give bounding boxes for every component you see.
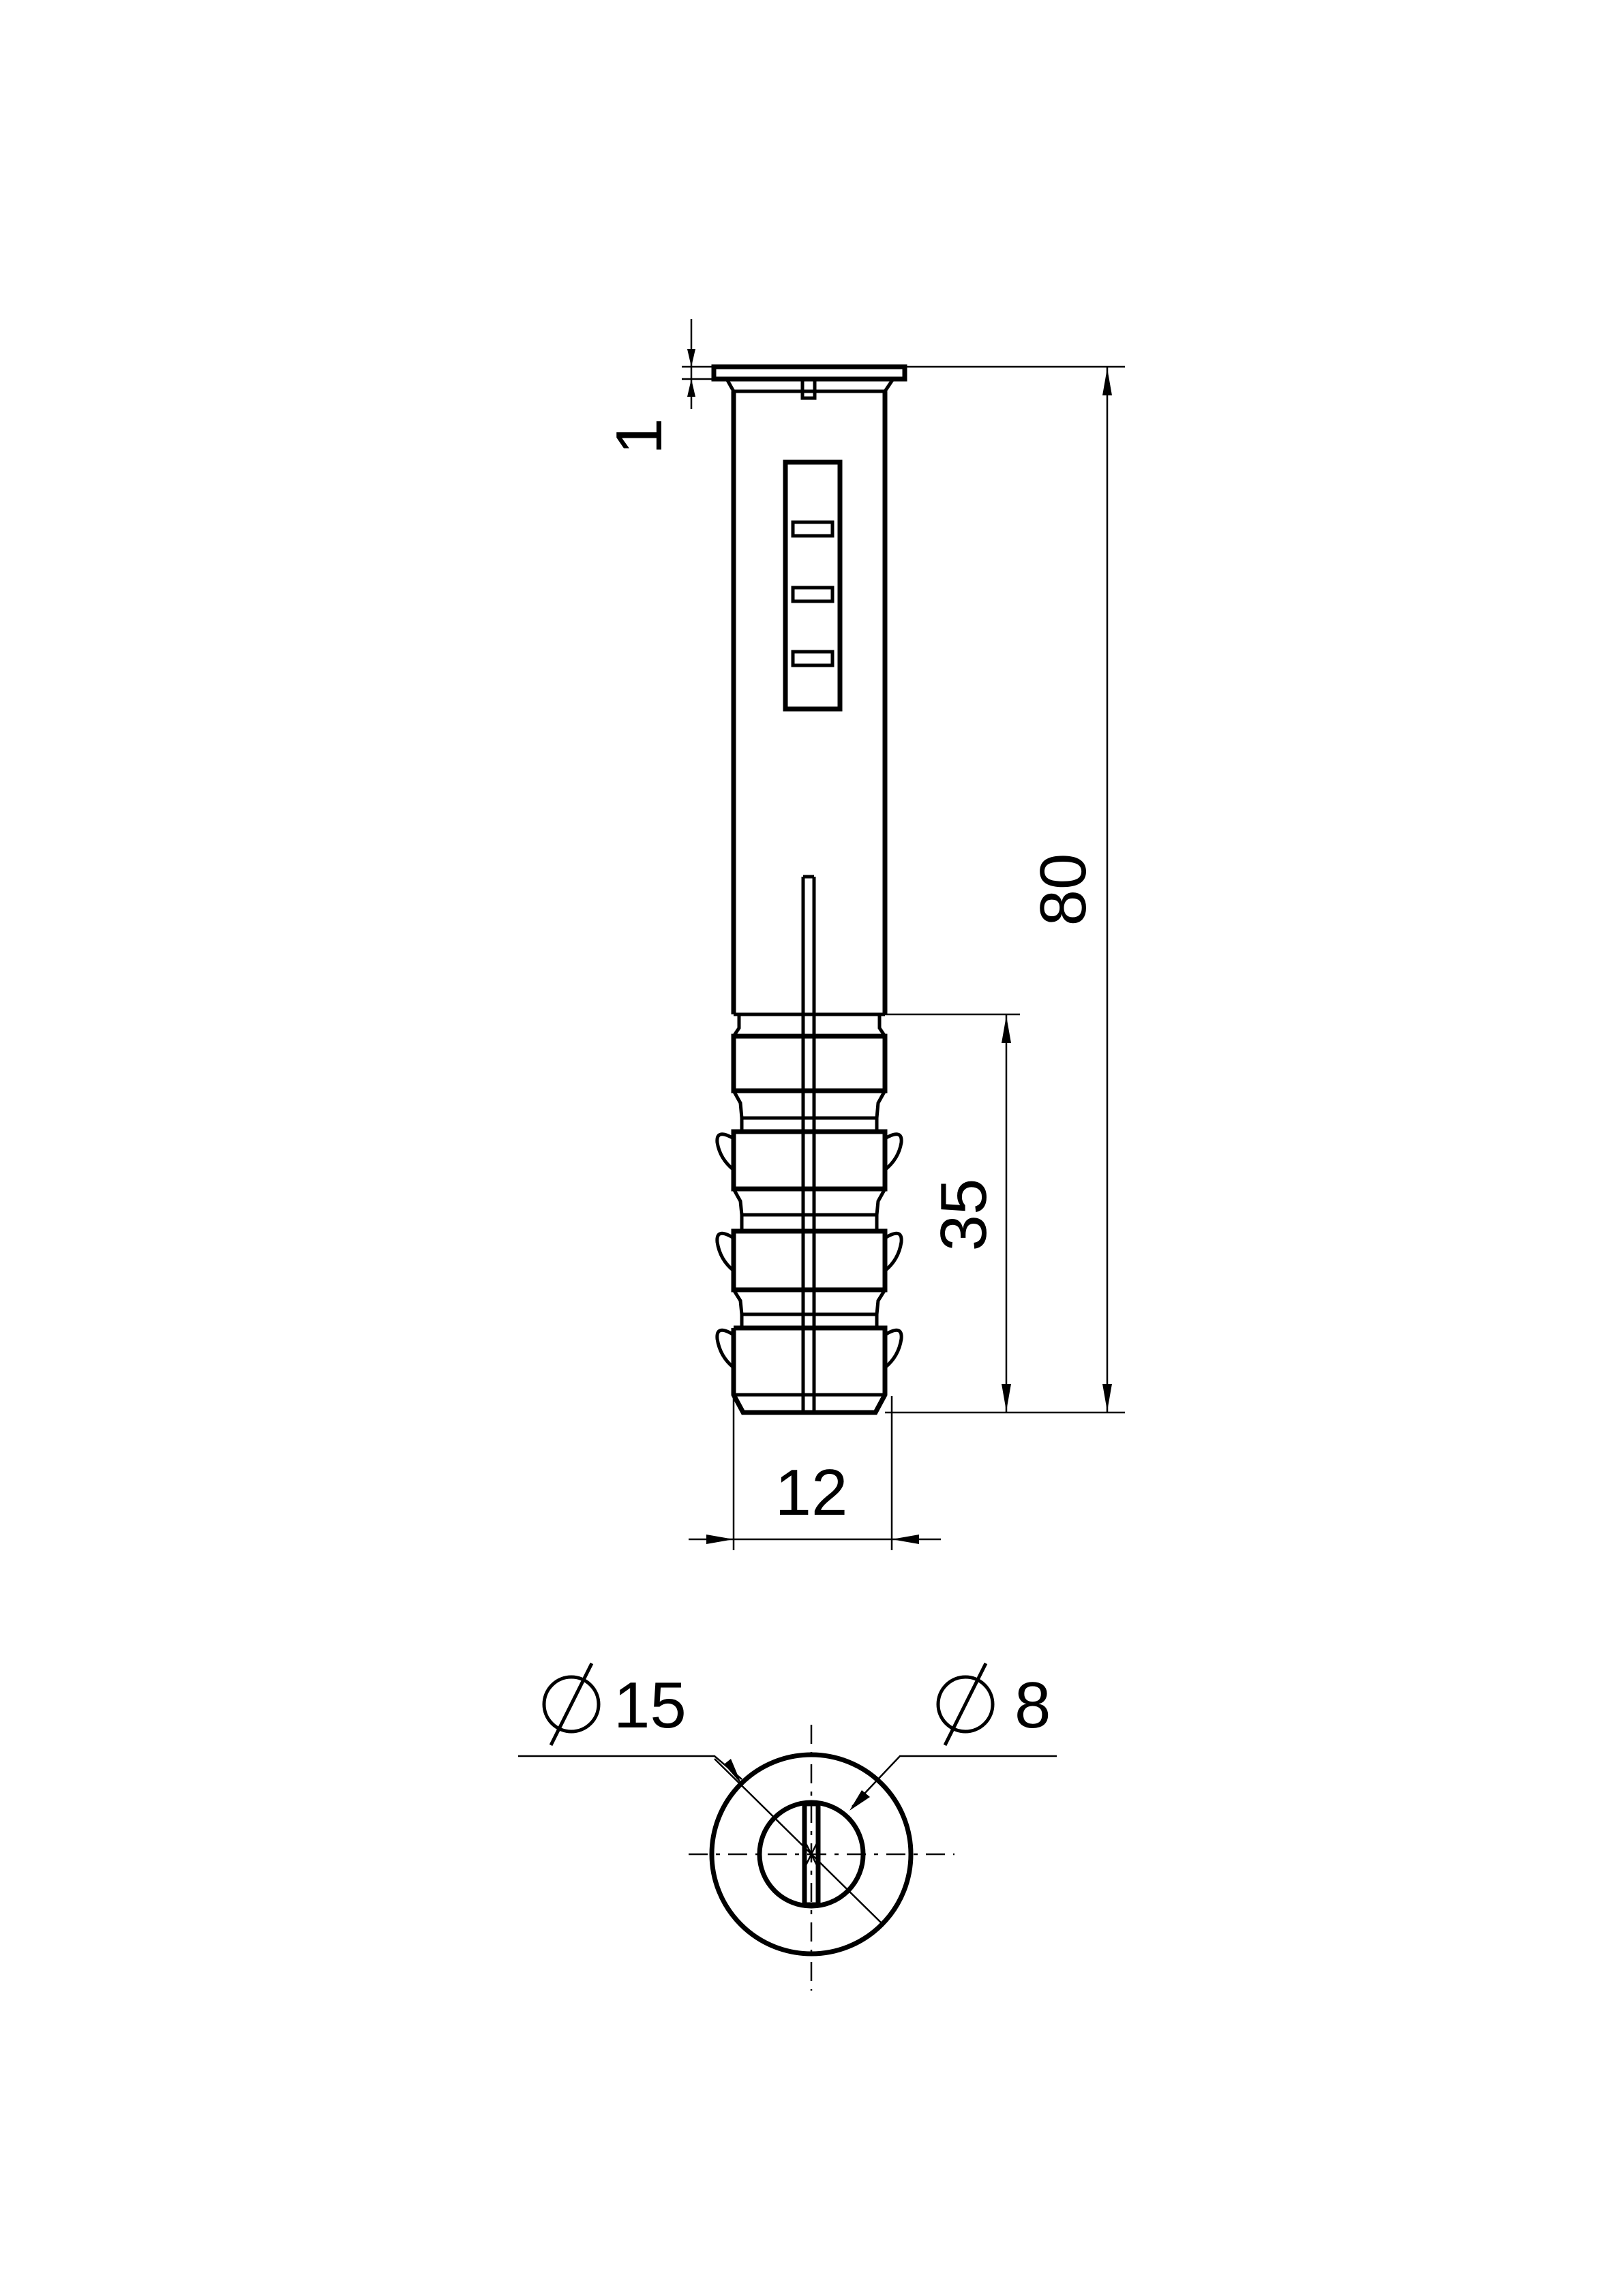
diameter-symbol-icon bbox=[542, 1675, 601, 1734]
dim-collar-diameter: 15 bbox=[542, 1662, 687, 1747]
dim-overall-length-label: 80 bbox=[1027, 854, 1100, 926]
dim-head-thickness-label: 1 bbox=[603, 418, 676, 454]
side-window bbox=[783, 459, 843, 712]
dim-diameter: 12 bbox=[689, 1396, 941, 1550]
dim-head-thickness: 1 bbox=[603, 319, 714, 455]
dim-bore-diameter-label: 8 bbox=[1014, 1669, 1051, 1742]
dowel-head bbox=[711, 364, 907, 382]
collar-circle bbox=[709, 1752, 914, 1957]
dim-bore-diameter: 8 bbox=[936, 1662, 1051, 1747]
expansion-ribs bbox=[715, 1014, 903, 1415]
dim-overall-length: 80 bbox=[885, 365, 1125, 1414]
dim-diameter-label: 12 bbox=[775, 1456, 848, 1529]
diameter-symbol-icon bbox=[936, 1675, 995, 1734]
dowel-end-view bbox=[518, 1725, 1057, 1991]
dim-expansion-length: 35 bbox=[885, 1013, 1020, 1413]
dowel-side-view bbox=[711, 364, 907, 1415]
dim-expansion-length-label: 35 bbox=[927, 1179, 1000, 1252]
dim-collar-diameter-label: 15 bbox=[614, 1669, 687, 1742]
center-slot bbox=[801, 875, 816, 1413]
